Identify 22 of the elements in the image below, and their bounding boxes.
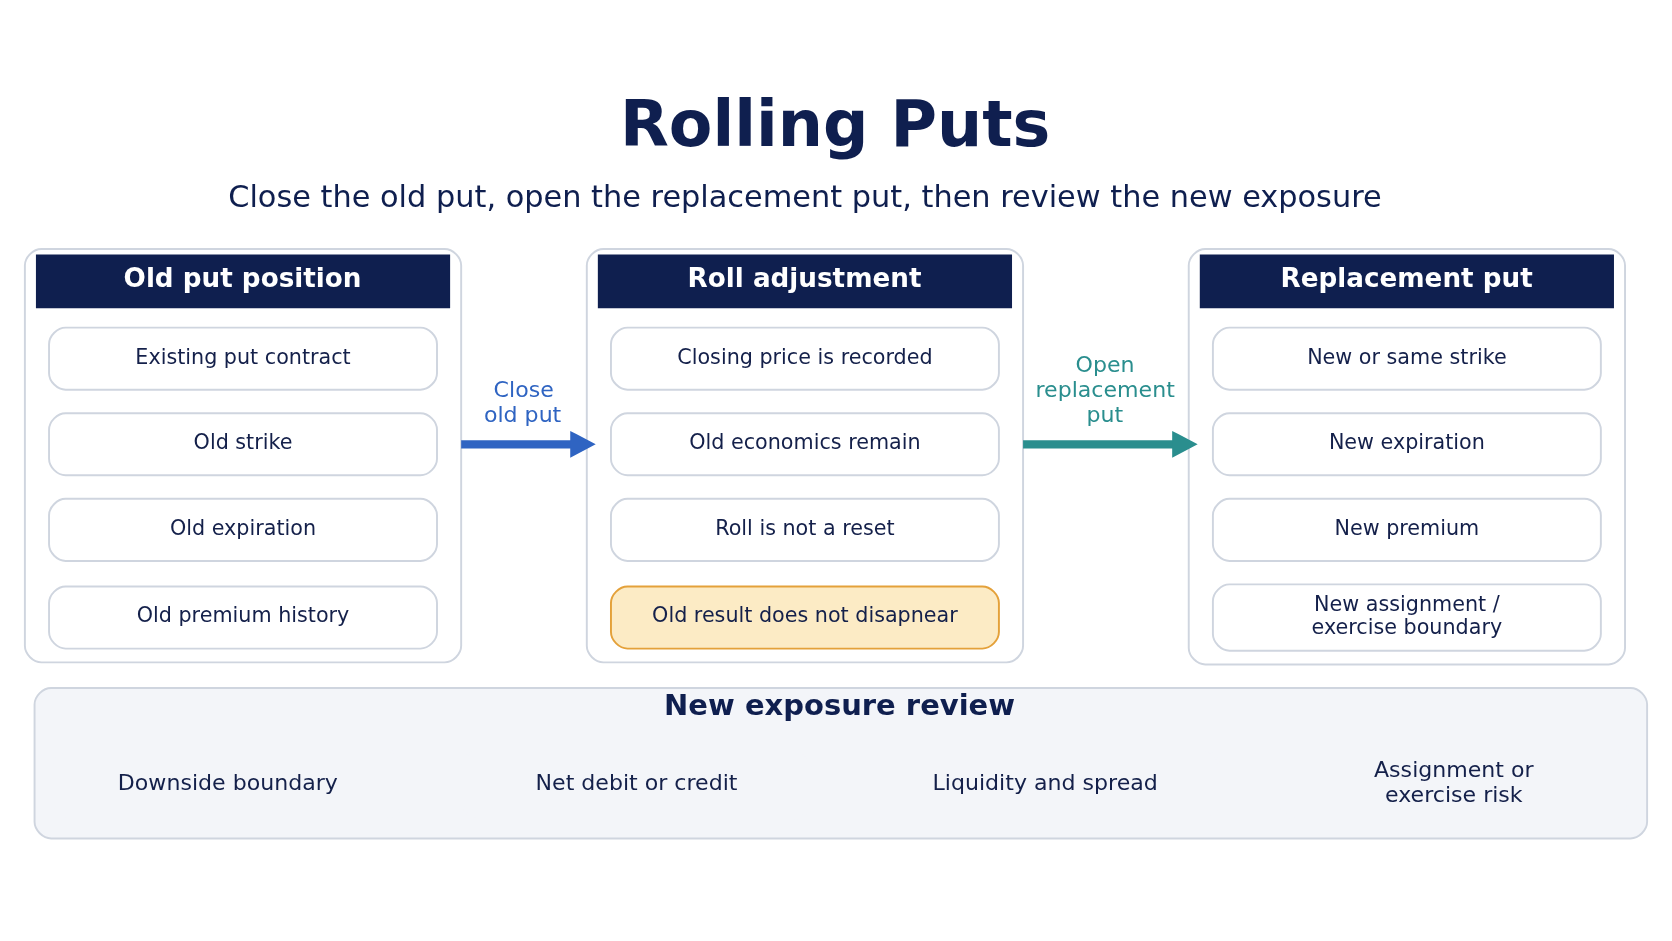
node-box: Old premium history: [48, 585, 438, 650]
node-box: New premium: [1211, 497, 1602, 562]
node-box: New expiration: [1211, 412, 1602, 477]
node-box: Old expiration: [48, 497, 438, 562]
node-box: Old economics remain: [610, 412, 1000, 477]
node-box: Old result does not disapnear: [610, 585, 1000, 650]
arrow: [1023, 430, 1198, 458]
node-text: Net debit or credit: [535, 769, 738, 795]
node-text: Liquidity and spread: [932, 769, 1158, 795]
arrow: [461, 430, 596, 458]
node-box: New or same strike: [1211, 326, 1602, 391]
node-text: Assignment or exercise risk: [1374, 757, 1534, 808]
diagram-title: Rolling Puts: [619, 87, 1051, 162]
node-box: New assignment / exercise boundary: [1211, 583, 1602, 652]
label: Close the old put, open the replacement put, then review the new exposure: [228, 178, 1382, 214]
edge-label: Close old put: [483, 377, 562, 427]
node-box: Existing put contract: [48, 326, 438, 391]
node-text: Downside boundary: [117, 769, 338, 795]
node-box: Closing price is recorded: [610, 326, 1000, 391]
node-box: Roll is not a reset: [610, 497, 1000, 562]
node-box: Old strike: [48, 412, 438, 477]
edge-label: Open replacement put: [1035, 352, 1175, 427]
